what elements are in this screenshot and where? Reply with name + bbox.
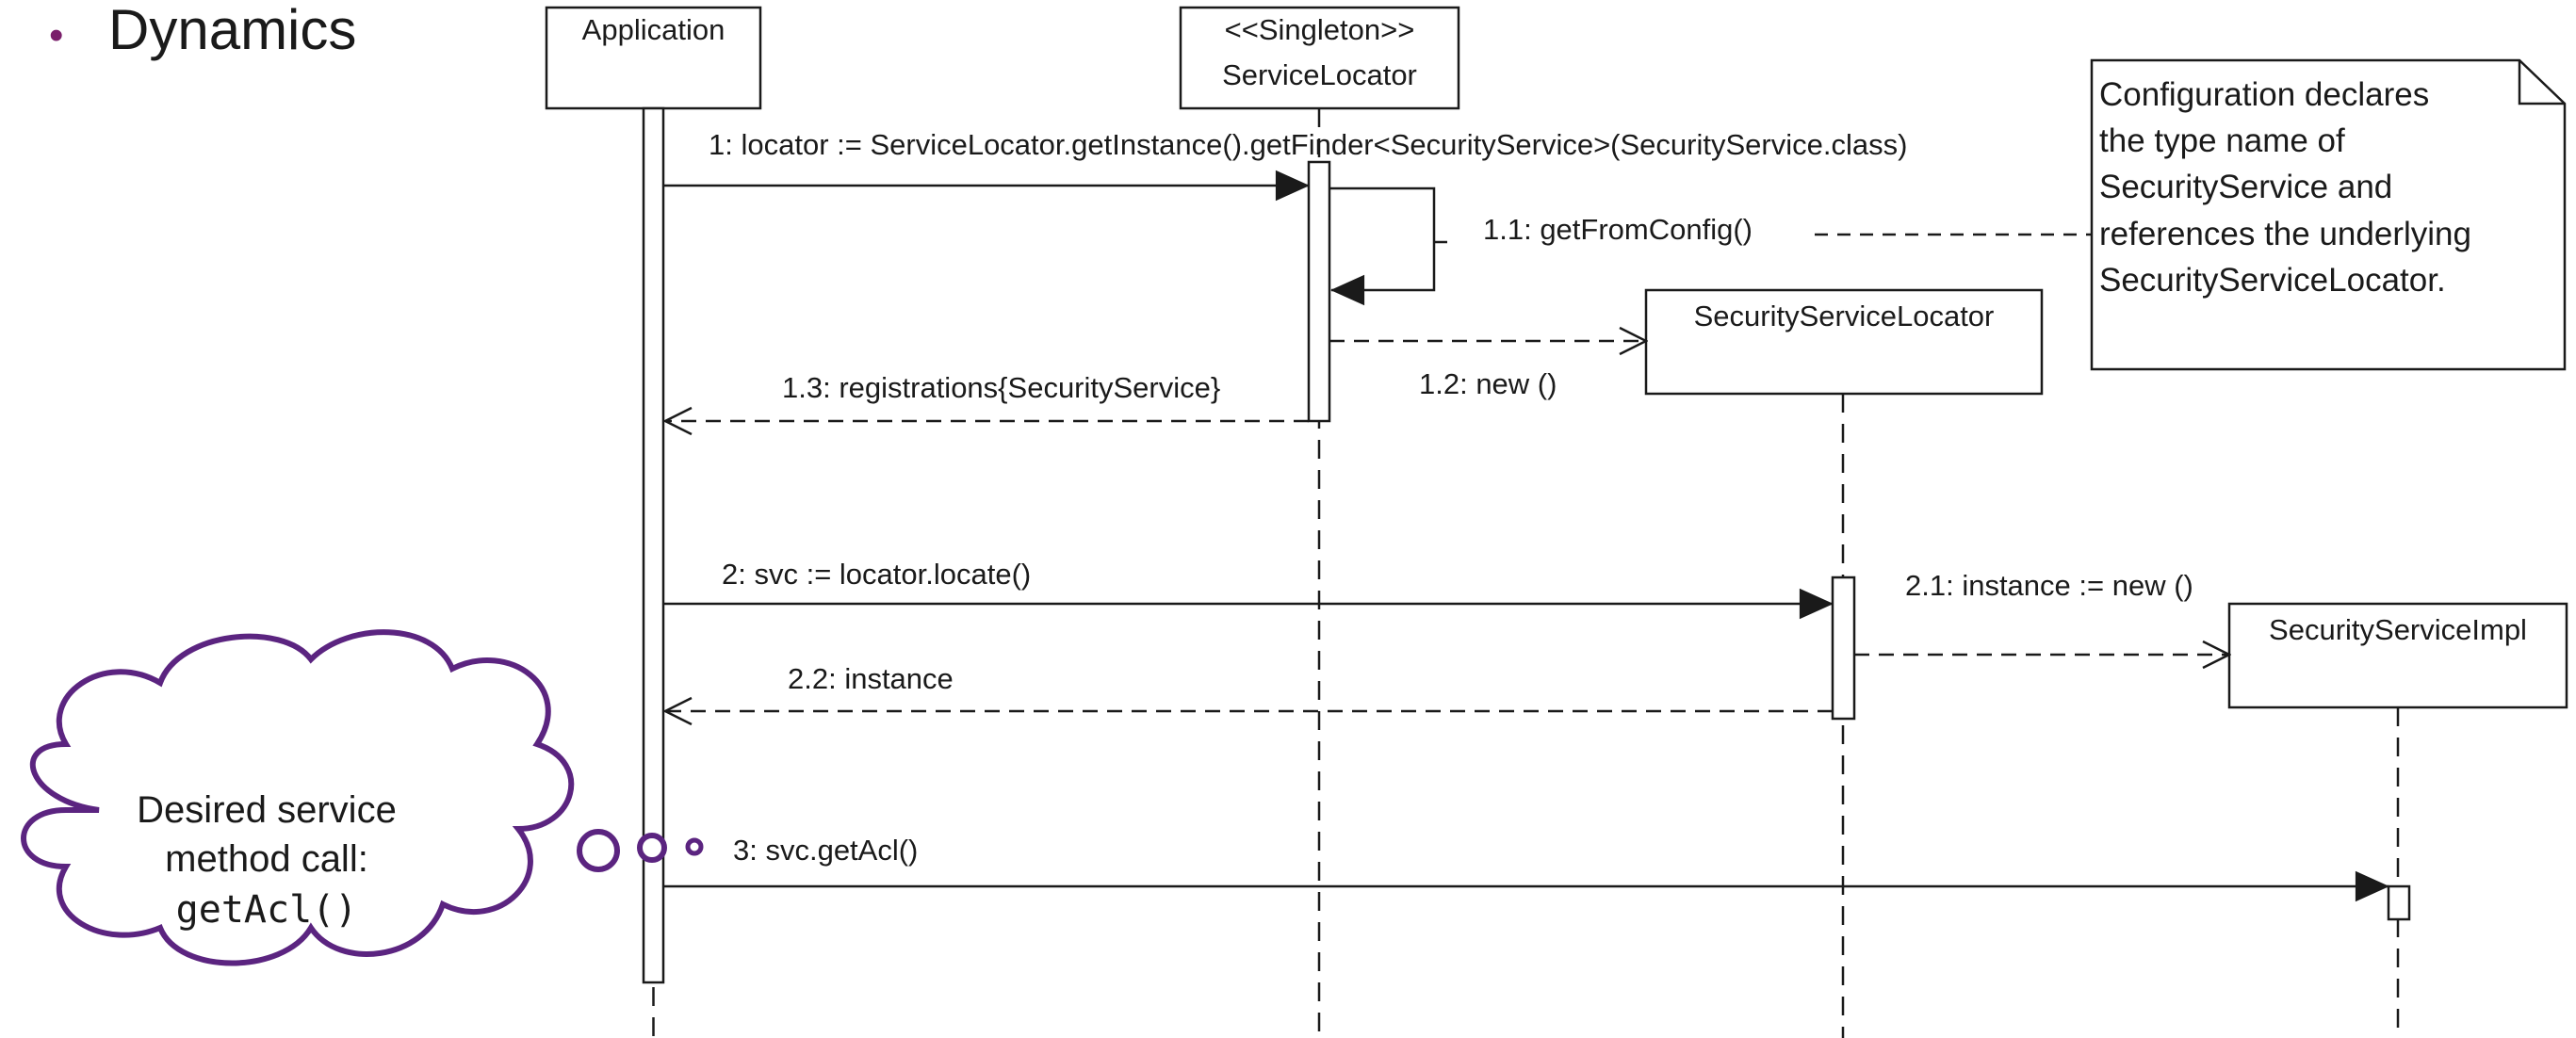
lifeline-label: SecurityServiceImpl <box>2269 613 2527 646</box>
lifeline-stereotype: <<Singleton>> <box>1225 13 1415 46</box>
note-line: the type name of <box>2099 122 2345 159</box>
message-label: 1.1: getFromConfig() <box>1483 213 1753 246</box>
activation-bar <box>1831 576 1856 721</box>
message-label: 1: locator := ServiceLocator.getInstance… <box>709 128 1907 161</box>
note-line: references the underlying <box>2099 216 2471 252</box>
cloud-shape <box>21 629 575 966</box>
message-1-1: 1.1: getFromConfig() <box>1329 187 1753 306</box>
cloud-line: method call: <box>165 838 368 880</box>
heading-text: Dynamics <box>108 0 356 61</box>
thought-bubble-small <box>685 837 704 856</box>
lifeline-label: Application <box>582 13 726 46</box>
thought-bubble-large <box>577 829 620 872</box>
thought-cloud: Desired service method call: getAcl() <box>21 629 704 966</box>
message-label: 2.2: instance <box>788 662 954 695</box>
note-fold <box>2518 60 2565 105</box>
lifeline-label: ServiceLocator <box>1222 58 1417 91</box>
message-2: 2: svc := locator.locate() <box>663 558 1834 620</box>
heading-bullet: • <box>49 12 63 58</box>
lifeline-box <box>545 6 762 110</box>
note-line: SecurityServiceLocator. <box>2099 262 2446 299</box>
lifeline-application: Application <box>545 6 762 1038</box>
lifeline-box <box>1644 288 2044 396</box>
config-note: Configuration declares the type name of … <box>1815 58 2567 371</box>
message-label: 3: svc.getAcl() <box>733 834 918 867</box>
note-line: SecurityService and <box>2099 169 2392 205</box>
slide-heading: • Dynamics <box>49 0 356 61</box>
message-1-3: 1.3: registrations{SecurityService} <box>665 371 1309 421</box>
message-2-1: 2.1: instance := new () <box>1854 569 2229 655</box>
message-arrow <box>1329 187 1436 306</box>
lifeline-label: SecurityServiceLocator <box>1694 300 1995 332</box>
lifeline-security-service-impl: SecurityServiceImpl <box>2227 602 2568 1038</box>
note-shape <box>2090 58 2567 371</box>
message-label: 1.3: registrations{SecurityService} <box>782 371 1220 404</box>
activation-bar <box>2387 884 2411 921</box>
lifeline-security-service-locator: SecurityServiceLocator <box>1644 288 2044 1038</box>
message-1-2: 1.2: new () <box>1329 341 1646 400</box>
activation-bar <box>642 106 665 984</box>
cloud-code: getAcl() <box>176 888 358 932</box>
message-label: 2.1: instance := new () <box>1905 569 2193 602</box>
message-2-2: 2.2: instance <box>665 662 1833 711</box>
lifeline-service-locator: <<Singleton>> ServiceLocator <box>1179 6 1460 1038</box>
thought-bubble-medium <box>637 833 667 863</box>
activation-bar <box>1307 160 1331 423</box>
lifeline-box <box>1179 6 1460 110</box>
message-1: 1: locator := ServiceLocator.getInstance… <box>663 128 1907 202</box>
note-line: Configuration declares <box>2099 76 2429 113</box>
message-label: 1.2: new () <box>1419 367 1557 400</box>
cloud-line: Desired service <box>137 789 397 831</box>
message-3: 3: svc.getAcl() <box>663 834 2389 902</box>
message-label: 2: svc := locator.locate() <box>722 558 1031 591</box>
